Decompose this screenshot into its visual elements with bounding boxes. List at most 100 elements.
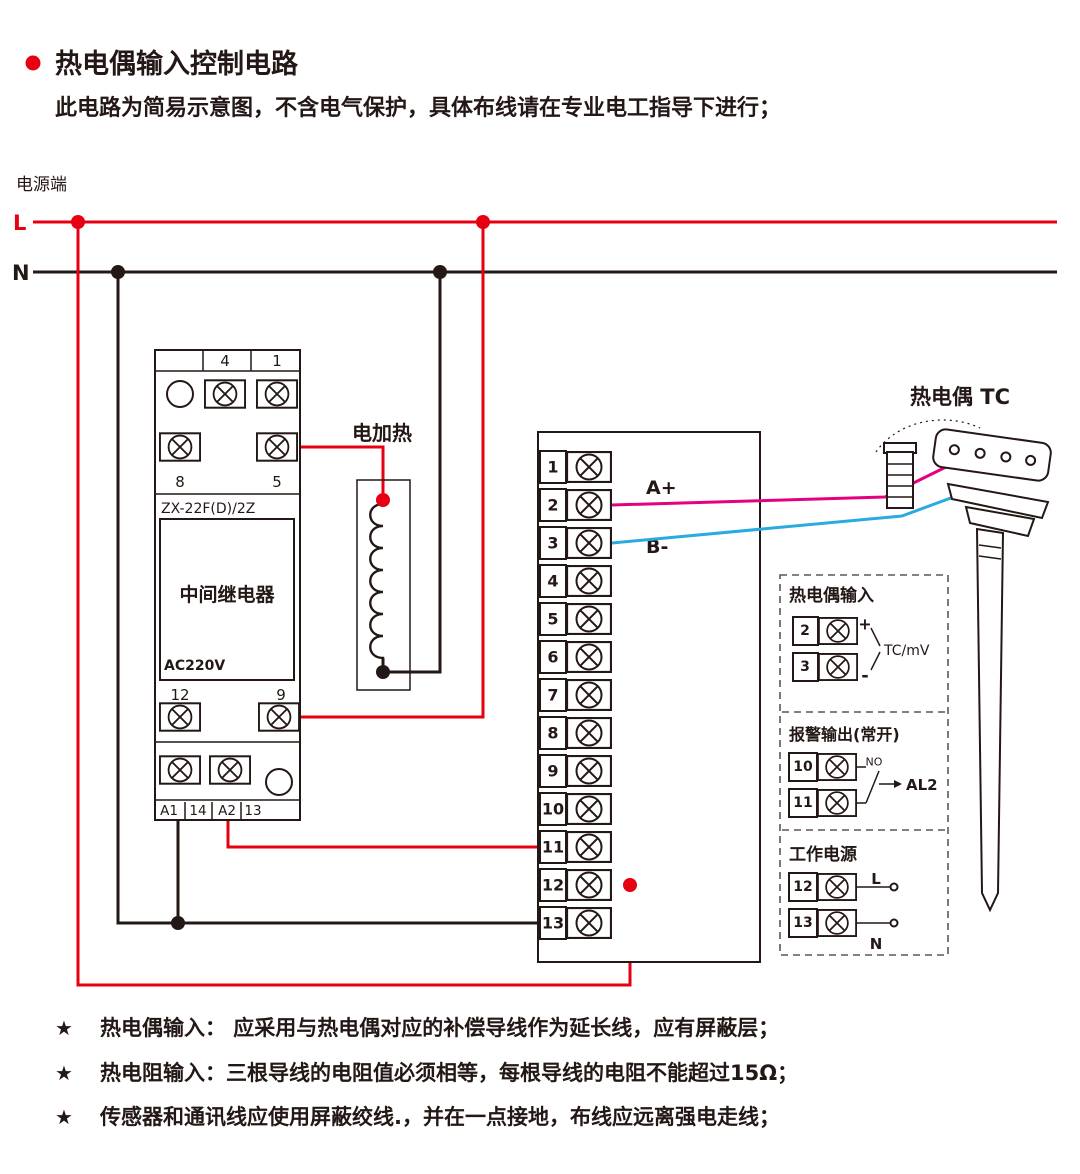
terminal-number-3: 3 [547,534,558,553]
al2-label: AL2 [906,776,938,794]
panel-screw-2 [818,617,858,645]
relay-terminal-4: 4 [220,352,230,370]
note-text-3: 传感器和通讯线应使用屏蔽绞线.，并在一点接地，布线应远离强电走线； [99,1105,780,1129]
terminal-number-9: 9 [547,762,558,781]
wire-relay5-to-heater [298,445,385,500]
no-label: NO [866,756,883,769]
panel-terminal-12: 12 [793,879,812,895]
panel-terminal-2: 2 [800,623,810,639]
relay-screw-4 [204,379,246,409]
relay-hole-bottom [265,768,293,796]
relay-inner-box [159,518,295,681]
wire-n-to-terminal13 [116,272,540,925]
relay-terminal-a1: A1 [160,803,178,819]
relay-screw-a2 [209,755,251,785]
terminal-number-7: 7 [547,686,558,705]
page-title: 热电偶输入控制电路 [55,48,299,80]
terminal-screw-9 [566,755,612,787]
relay-screw-8 [159,432,201,462]
relay-screw-a1 [159,755,201,785]
a-plus-label: A+ [646,477,677,499]
relay-screw-12 [159,702,201,732]
terminal-screw-5 [566,603,612,635]
panel-terminal-10: 10 [793,759,813,775]
relay-screw-9 [258,702,300,732]
panel-terminal-3: 3 [800,659,810,675]
line-n-label: N [12,261,30,285]
relay: 4 1 8 5 ZX-22F(D)/2Z 中间继电器 AC220V 12 9 A… [154,349,301,821]
relay-model: ZX-22F(D)/2Z [161,501,255,517]
relay-name: 中间继电器 [179,583,275,606]
note-star-2: ★ [55,1061,73,1085]
panel-screw-13 [817,909,857,937]
terminal-number-12: 12 [542,876,564,895]
terminal-screw-6 [566,641,612,673]
note-star-3: ★ [55,1105,73,1129]
note-star-1: ★ [55,1016,73,1040]
terminal-number-1: 1 [547,458,558,477]
relay-terminal-13: 13 [244,803,261,819]
thermocouple-hex-nut [964,505,1036,538]
tc-signal-label: TC/mV [883,643,930,659]
page-subtitle: 此电路为简易示意图，不含电气保护，具体布线请在专业电工指导下进行； [55,95,781,121]
heater: 电加热 [352,421,412,691]
terminal-screw-11 [566,831,612,863]
arrow-icon [894,780,902,788]
thermocouple-gland [886,451,914,509]
thermocouple-head [932,428,1052,482]
no-contact-blade [865,770,880,804]
panel-screw-11 [817,789,857,817]
thermocouple-label: 热电偶 TC [910,385,1010,409]
relay-terminal-a2: A2 [218,803,236,819]
panel-terminal-11: 11 [793,795,812,811]
panel-terminal-13: 13 [793,915,812,931]
supply-l-contact [889,882,899,892]
relay-terminal-9: 9 [276,686,286,704]
line-l-label: L [13,211,26,235]
terminal-number-10: 10 [542,800,564,819]
alarm-title: 报警输出(常开) [789,725,900,744]
terminal-number-5: 5 [547,610,558,629]
supply-title: 工作电源 [789,844,857,865]
terminal-screw-4 [566,565,612,597]
note-text-2: 热电阻输入：三根导线的电阻值必须相等，每根导线的电阻不能超过15Ω； [100,1061,798,1085]
terminal-screw-7 [566,679,612,711]
relay-hole-top [166,380,194,408]
tc-minus-label: - [861,666,868,687]
terminal-screw-12 [566,869,612,901]
wire-relay9-to-l [300,222,485,719]
title-bullet-icon [25,55,41,71]
terminal-screw-10 [566,793,612,825]
instrument: 1 2 3 4 5 6 7 8 9 10 11 12 13 A+ B- [537,431,761,963]
thermocouple-probe [975,527,1005,913]
terminal-number-4: 4 [547,572,558,591]
tc-input-title: 热电偶输入 [789,585,874,606]
relay-screw-5 [256,432,298,462]
terminal-number-13: 13 [542,914,564,933]
wire-heater-to-n [381,272,442,674]
terminal-screw-1 [566,451,612,483]
supply-n-contact [889,918,899,928]
terminal-number-2: 2 [547,496,558,515]
supply-l-label: L [871,870,881,888]
detail-panel-border [779,574,949,956]
b-minus-label: B- [646,536,668,558]
heater-coil [369,500,385,672]
terminal-number-11: 11 [542,838,564,857]
relay-voltage: AC220V [164,658,225,674]
terminal-screw-8 [566,717,612,749]
supply-n-label: N [870,935,883,953]
relay-terminal-1: 1 [272,352,282,370]
relay-terminal-8: 8 [175,473,185,491]
terminal-number-8: 8 [547,724,558,743]
terminal-screw-2 [566,489,612,521]
relay-terminal-5: 5 [272,473,282,491]
detail-panel: 热电偶输入 2 3 + - TC/mV 报警输出(常开) 10 11 NO AL… [779,574,949,956]
terminal-screw-13 [566,907,612,939]
panel-screw-3 [818,653,858,681]
relay-terminal-14: 14 [189,803,206,819]
heater-label: 电加热 [352,421,412,445]
power-terminal-label: 电源端 [16,175,67,195]
relay-terminal-12: 12 [170,686,189,704]
notes: ★ 热电偶输入： 应采用与热电偶对应的补偿导线作为延长线，应有屏蔽层； ★ 热电… [55,1016,798,1129]
